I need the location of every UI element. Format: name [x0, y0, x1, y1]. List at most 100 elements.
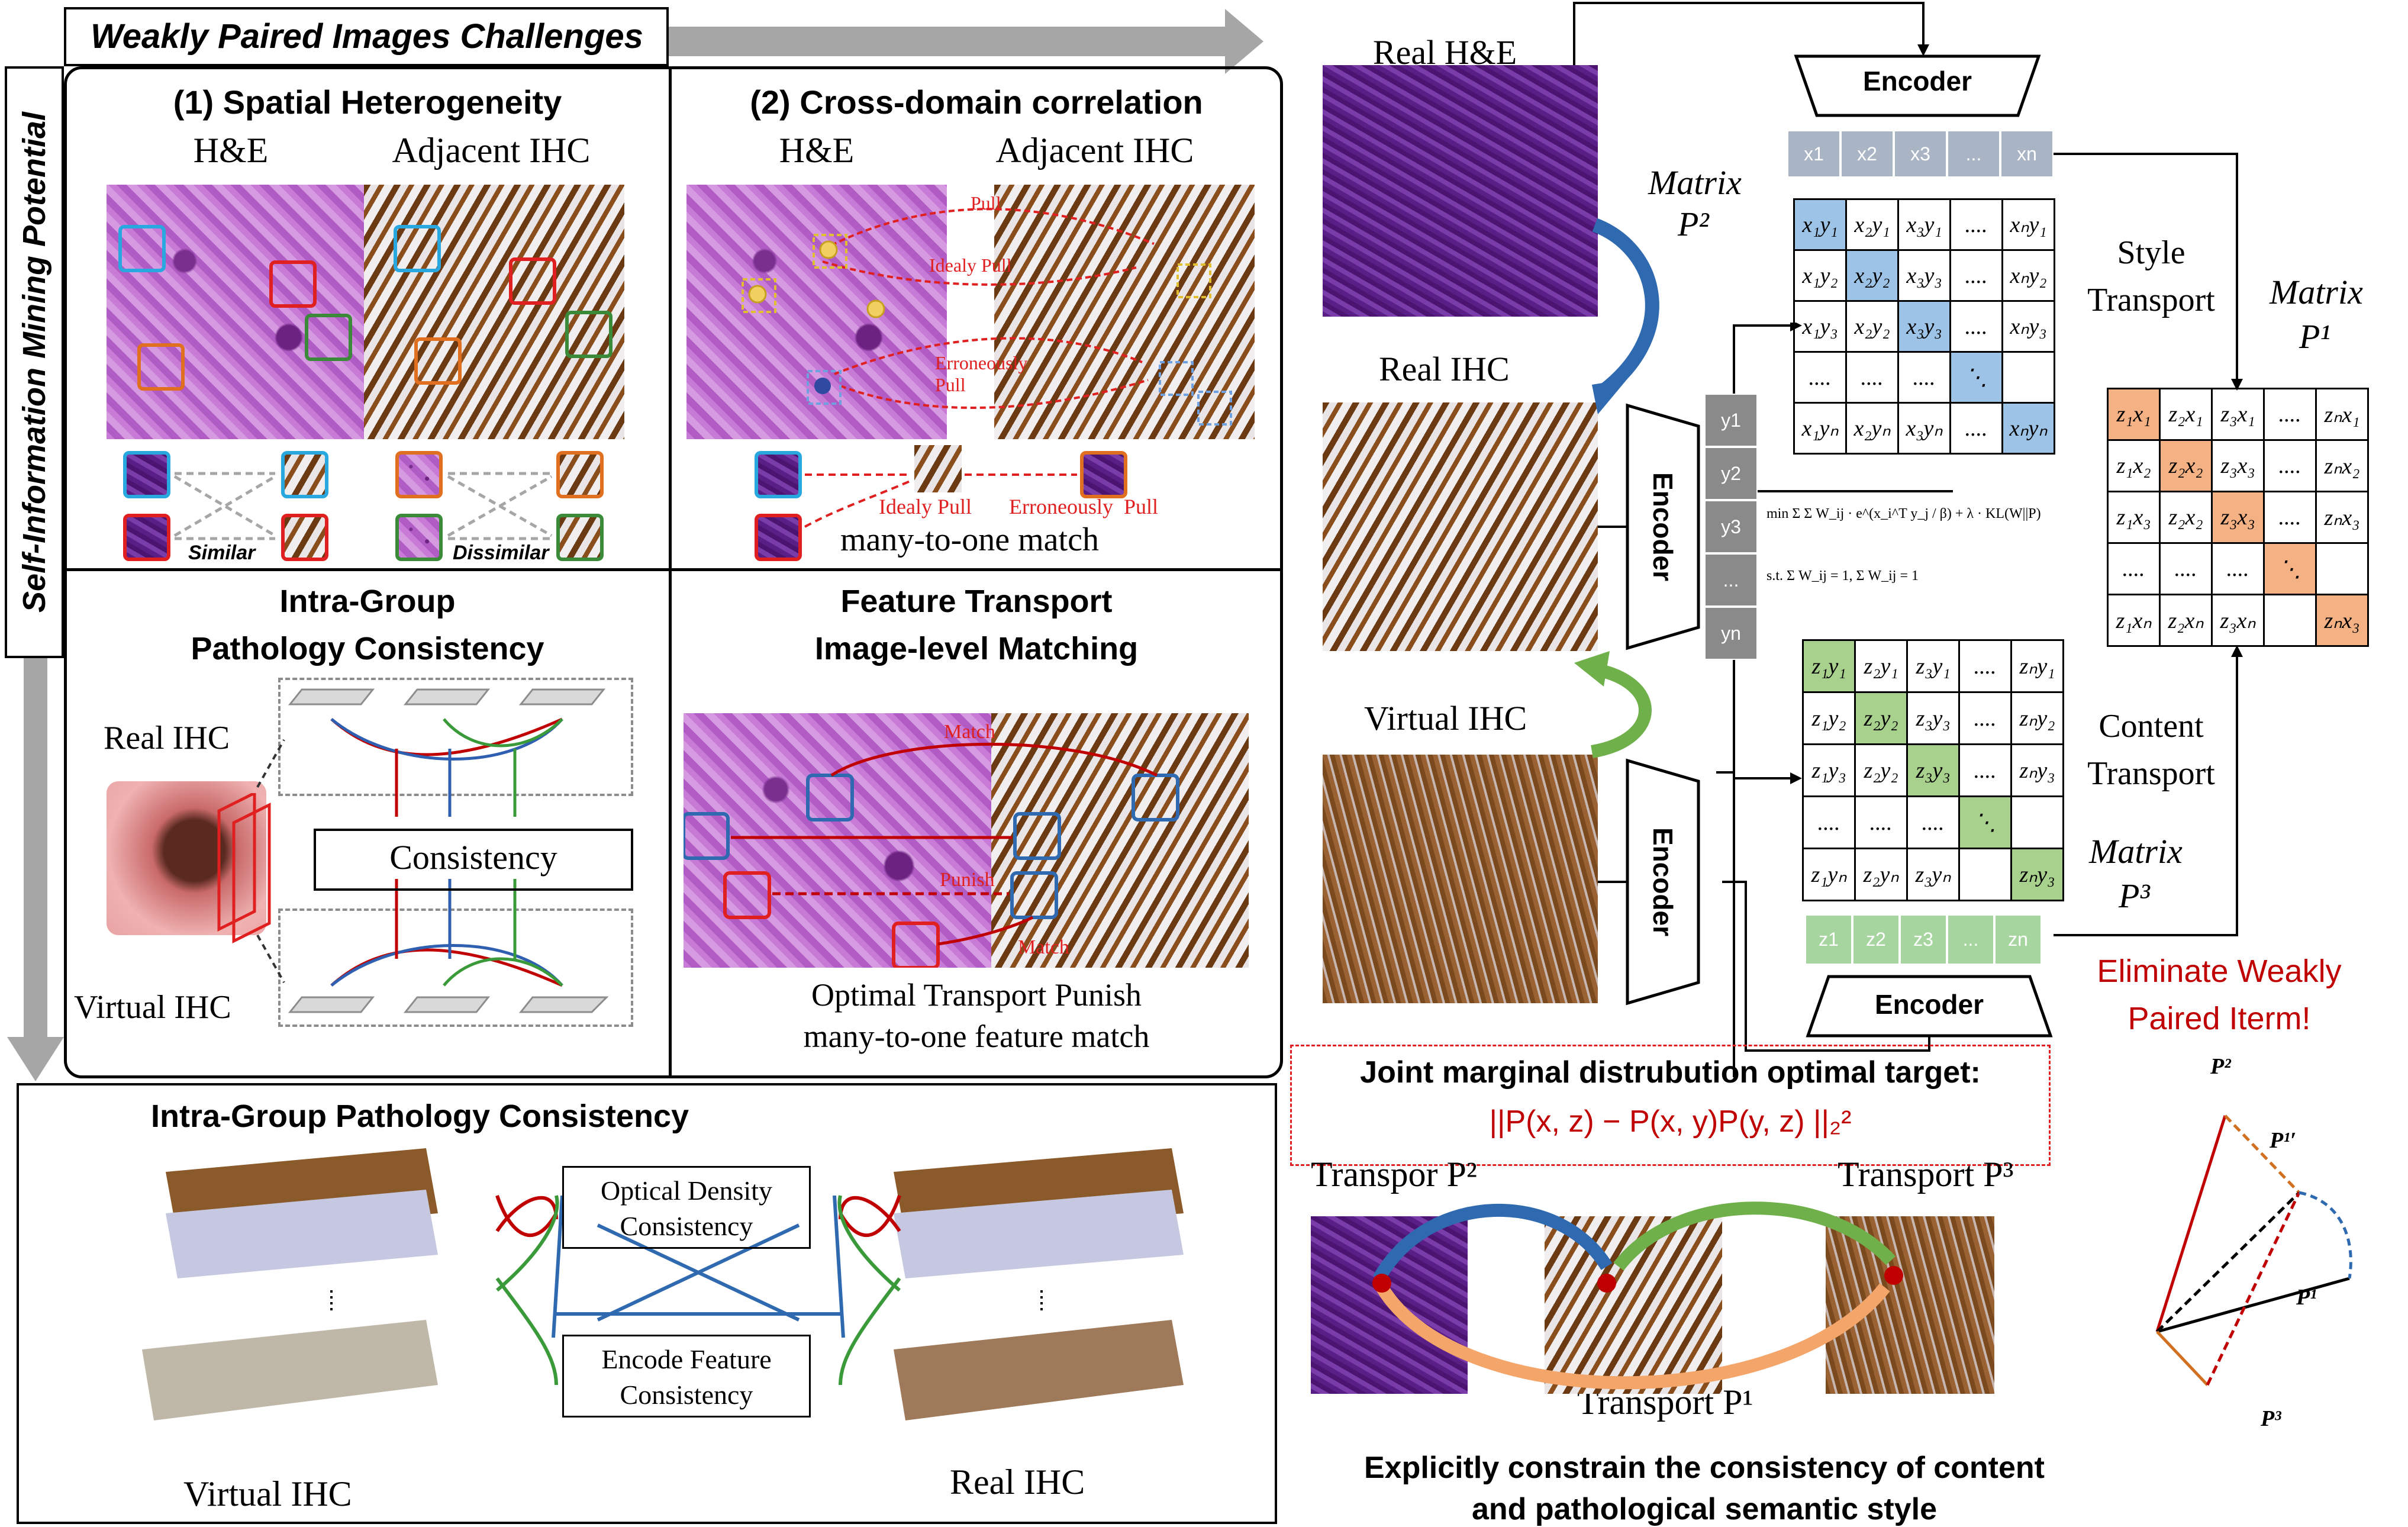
crop-he-red: [123, 514, 170, 561]
matrix-cell: ⋱: [1958, 795, 2012, 849]
style-transport-2: Transport: [2087, 282, 2215, 318]
panel3-virtual-ihc: Virtual IHC: [74, 989, 231, 1026]
panel2-he-image: [686, 185, 947, 439]
matrix-cell: [2315, 542, 2369, 595]
matrix-cell: ....: [2107, 542, 2161, 595]
p2-crop-arrows: [804, 473, 1077, 528]
panel4-caption-1: Optimal Transport Punish: [811, 977, 1142, 1013]
y-vec-2: y2: [1704, 447, 1758, 500]
content-transport-2: Transport: [2087, 755, 2215, 792]
matrix-p1-word: Matrix: [2270, 273, 2363, 311]
consistency-box: [314, 829, 633, 891]
side-label-box: [5, 66, 64, 658]
similar-label: Similar: [188, 542, 256, 564]
side-label: Self-Information Mining Potential: [17, 112, 52, 613]
matrix-cell: z₂y₂: [1854, 743, 1908, 797]
matrix-cell: xₙy₂: [2001, 249, 2055, 302]
matrix-cell: ....: [1949, 300, 2003, 353]
x-vec-2: x2: [1840, 130, 1894, 178]
panel2-erroneous-red: Erroneously Pull: [935, 352, 1028, 395]
matrix-cell: ....: [2263, 439, 2317, 492]
matrix-cell: ....: [1906, 795, 1960, 849]
encoder-low-shape: [1626, 758, 1700, 1006]
panel4-title-1: Feature Transport: [840, 584, 1113, 619]
matrix-cell: ....: [1958, 639, 2012, 693]
formula-line2: s.t. Σ W_ij = 1, Σ W_ij = 1: [1766, 568, 1919, 584]
virtual-ihc-image: [1323, 755, 1598, 1003]
bottom-caption-1: Explicitly constrain the consistency of …: [1363, 1451, 2045, 1485]
x-vec-4: ...: [1947, 130, 2000, 178]
panel2-pull-label: Pull: [971, 192, 1001, 214]
matrix-cell: z₃y₃: [1906, 743, 1960, 797]
p2-crop-center: [914, 445, 962, 492]
bottom-transport-arrows: [1372, 1201, 1903, 1390]
encoder-top-shape: [1794, 54, 2041, 117]
matrix-cell: zₙx₁: [2315, 388, 2369, 441]
z-vec-5: zn: [1994, 914, 2042, 965]
panel4-title-2: Image-level Matching: [814, 631, 1139, 666]
panel2-pull-arrows: [742, 208, 1232, 426]
real-ihc-label: Real IHC: [1379, 350, 1510, 388]
divider-v: [669, 66, 672, 1078]
dissimilar-label: Dissimilar: [453, 542, 549, 564]
y-vec-5: yn: [1704, 607, 1758, 660]
matrix-cell: x₂yₙ: [1845, 402, 1899, 455]
matrix-cell: zₙx₃: [2315, 491, 2369, 544]
banner-title: Weakly Paired Images Challenges: [91, 17, 643, 56]
matrix-p3-word: Matrix: [2089, 832, 2183, 871]
x-vec-3: x3: [1894, 130, 1947, 178]
real-he-image: [1323, 65, 1598, 317]
matrix-cell: zₙy₃: [2010, 848, 2064, 901]
y-vec-3: y3: [1704, 500, 1758, 553]
panel4-ihc-image: [991, 713, 1249, 968]
vec-label-p3: P³: [2261, 1406, 2281, 1431]
od-line1: Optical Density: [601, 1175, 772, 1206]
matrix-cell: [1958, 848, 2012, 901]
p2-erroneously-pull: Erroneously Pull: [1009, 495, 1158, 518]
bottom-box: [17, 1083, 1277, 1524]
matrix-cell: xₙy₃: [2001, 300, 2055, 353]
panel1-he-image: [107, 185, 367, 439]
bottom-real-ihc: Real IHC: [950, 1462, 1085, 1502]
encoder-bottom-shape: [1806, 975, 2053, 1038]
matrix-cell: z₂x₂: [2159, 439, 2213, 492]
z-vec-4: ...: [1947, 914, 1994, 965]
y-vec-4: ...: [1704, 553, 1758, 607]
eliminate-2: Paired Iterm!: [2127, 1001, 2311, 1036]
right-connectors: [1573, 2, 1953, 1077]
matrix-cell: ....: [1854, 795, 1908, 849]
crop-ihc-red: [281, 514, 328, 561]
consistency-label: Consistency: [389, 838, 557, 877]
panel2-he-label: H&E: [779, 131, 855, 170]
joint-title: Joint marginal distrubution optimal targ…: [1360, 1055, 1981, 1090]
matrix-cell: z₂y₁: [1854, 639, 1908, 693]
matrix-p2-sym: P²: [1678, 205, 1709, 243]
z-vec-3: z3: [1900, 914, 1947, 965]
virtual-ihc-label: Virtual IHC: [1364, 699, 1527, 737]
side-arrow: [7, 658, 64, 1081]
matrix-cell: ⋱: [2263, 542, 2317, 595]
matrix-cell: x₃yₙ: [1897, 402, 1951, 455]
encoder-mid-label: Encoder: [1648, 472, 1678, 582]
bottom-title: Intra-Group Pathology Consistency: [151, 1098, 689, 1134]
real-ihc-image: [1323, 402, 1598, 651]
vector-diagram: [2155, 1114, 2352, 1386]
crop-he-orange: [395, 451, 443, 498]
panel2-ihc-image: [994, 185, 1255, 439]
z-vec-1: z1: [1805, 914, 1852, 965]
crop-he-green: [395, 514, 443, 561]
matrix-cell: ....: [2263, 491, 2317, 544]
matrix-cell: ....: [1958, 691, 2012, 745]
matrix-cell: xₙyₙ: [2001, 402, 2055, 455]
bottom-slides: [142, 1148, 1184, 1420]
panel2-caption: many-to-one match: [840, 521, 1099, 558]
matrix-cell: ....: [1949, 249, 2003, 302]
matrix-cell: ....: [1845, 351, 1899, 404]
panel2-title: (2) Cross-domain correlation: [750, 83, 1203, 121]
panel4-punish: Punish: [940, 869, 995, 891]
matrix-cell: zₙx₃: [2315, 594, 2369, 647]
challenges-container: [64, 66, 1283, 1078]
matrix-cell: x₂y₂: [1845, 300, 1899, 353]
